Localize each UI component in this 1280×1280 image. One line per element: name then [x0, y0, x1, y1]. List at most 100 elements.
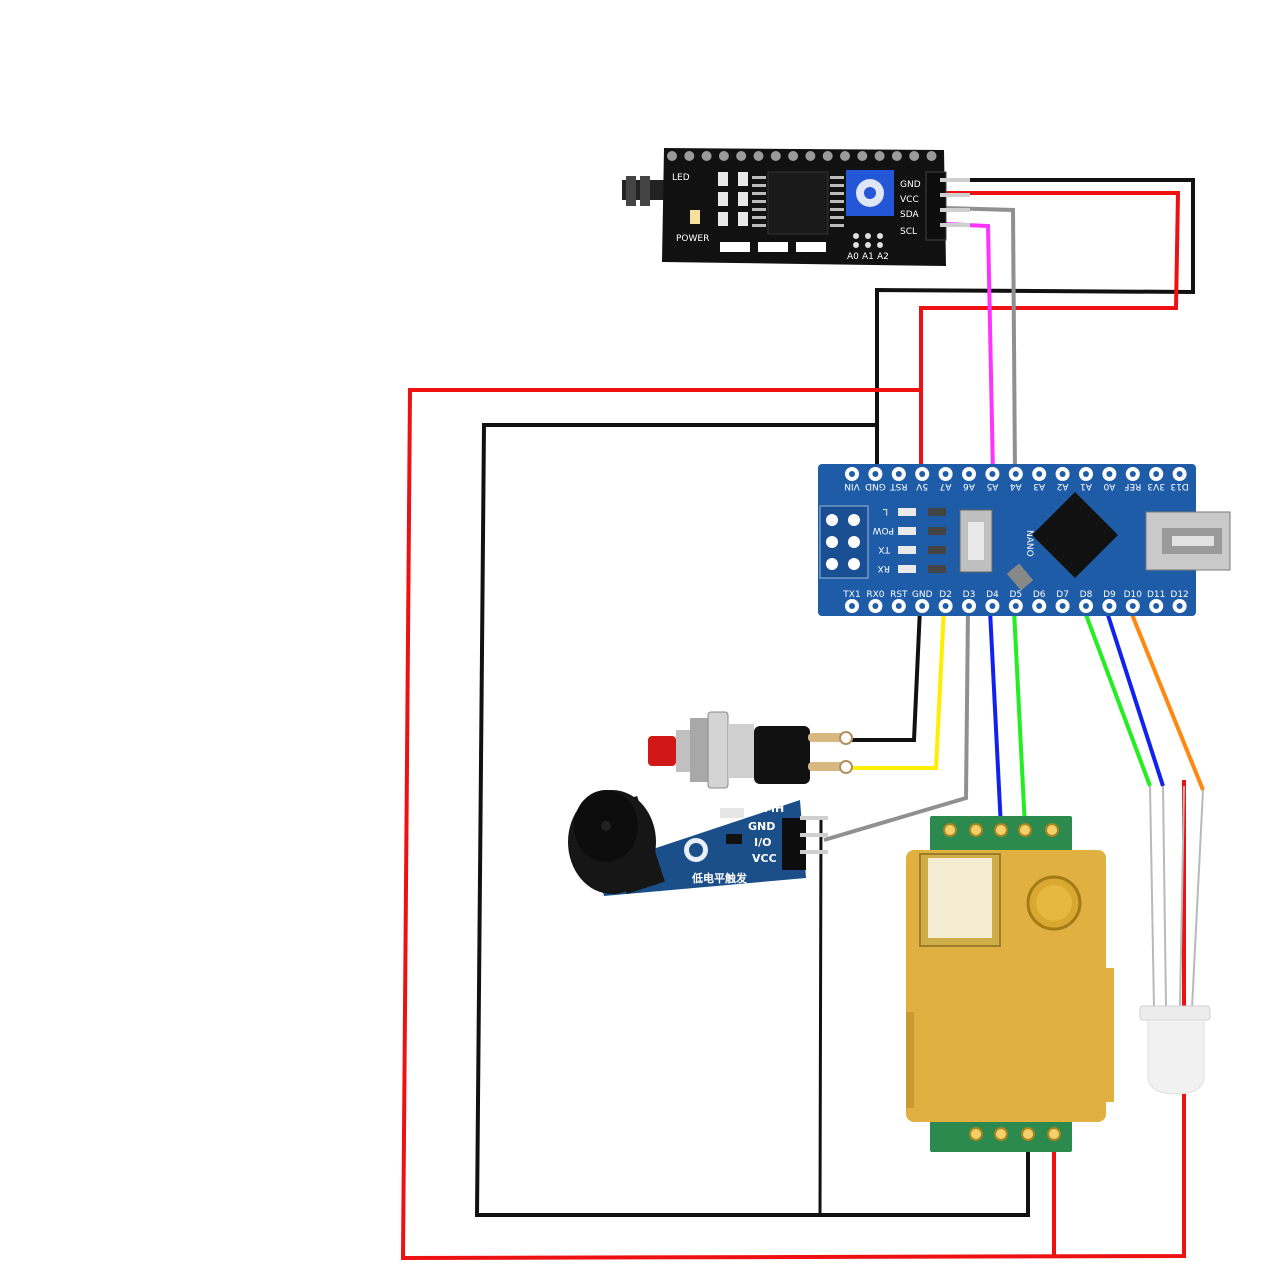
nano-bottom-pin-label: D5	[1009, 590, 1022, 600]
nano-bottom-pin-hole	[1106, 603, 1113, 609]
nano-bottom-pin-label: D6	[1033, 590, 1046, 600]
push-button	[648, 711, 853, 789]
lcd-addr-a0: A0	[847, 252, 859, 262]
wire-gnd-rail	[474, 423, 1030, 1217]
nano-top-pin-label: A4	[1010, 481, 1022, 491]
nano-brand: NANO	[1024, 530, 1034, 557]
rgb-led	[1139, 785, 1211, 1095]
nano-top-pin-hole	[1083, 471, 1089, 477]
nano-top-pin-label: A6	[963, 481, 975, 491]
nano-bottom-pin-label: D11	[1147, 590, 1165, 600]
nano-bottom-pin-label: D3	[963, 590, 976, 600]
lcd-header-hole	[770, 151, 781, 161]
lcd-pin-gnd: GND	[900, 180, 921, 190]
nano-bottom-pin-hole	[989, 603, 996, 609]
nano-top-pin-hole	[919, 471, 926, 477]
nano-top-pin-hole	[1153, 471, 1160, 477]
lcd-header-hole	[788, 151, 799, 161]
nano-top-pin-hole	[1176, 471, 1183, 477]
lcd-header-hole	[822, 151, 833, 161]
nano-top-pin-hole	[942, 471, 949, 477]
lcd-header-hole	[857, 151, 868, 161]
nano-bottom-pin-hole	[1153, 603, 1160, 609]
wire-lcd-vcc	[919, 191, 1181, 472]
wire-lcd-sda	[944, 206, 1017, 476]
wire-lcd-gnd	[875, 178, 1195, 472]
lcd-header-hole	[909, 151, 920, 161]
buzzer-pin-io: I/O	[754, 836, 771, 849]
wire-buzzer-gnd	[805, 816, 823, 1216]
lcd-led-label: LED	[672, 173, 690, 183]
nano-bottom-pin-hole	[966, 603, 972, 609]
lcd-header-hole	[840, 151, 850, 161]
nano-bottom-pin-hole	[942, 603, 949, 609]
buzzer-module: MH GND I/O VCC 低电平触发	[568, 790, 828, 896]
nano-led-rx: RX	[878, 563, 890, 573]
wire-led-d8	[1083, 611, 1152, 787]
push-button-body	[754, 726, 810, 784]
nano-top-pin-label: A3	[1033, 481, 1045, 491]
nano-bottom-header	[845, 599, 1187, 613]
buzzer-pin-gnd: GND	[748, 820, 775, 833]
nano-top-pin-label: A7	[940, 481, 952, 491]
nano-bottom-pin-label: D8	[1080, 590, 1093, 600]
nano-top-pin-hole	[1059, 471, 1066, 477]
nano-led-tx: TX	[878, 544, 891, 554]
nano-top-pin-hole	[1012, 471, 1019, 477]
nano-top-pin-hole	[966, 471, 972, 477]
nano-top-pin-hole	[895, 471, 902, 477]
wire-button-gnd	[850, 607, 922, 742]
nano-top-pin-hole	[872, 471, 879, 477]
nano-top-pin-hole	[849, 471, 855, 477]
lcd-pin-sda: SDA	[900, 210, 919, 220]
nano-bottom-pin-label: D10	[1124, 590, 1143, 600]
nano-top-pin-label: RST	[890, 481, 908, 491]
buzzer-caption: 低电平触发	[691, 871, 748, 885]
nano-top-pin-hole	[1129, 471, 1136, 477]
wire-button-d2	[850, 607, 946, 770]
wire-led-d10	[1129, 611, 1205, 791]
nano-bottom-pin-label: D9	[1103, 590, 1116, 600]
lcd-header-hole	[736, 151, 747, 161]
nano-bottom-pin-label: D12	[1170, 590, 1188, 600]
nano-bottom-pin-hole	[849, 603, 855, 609]
lcd-i2c-module: LED POWER GND VCC SDA SCL A0 A1 A2	[622, 148, 970, 266]
nano-bottom-pin-hole	[1036, 603, 1043, 609]
nano-bottom-pin-label: D7	[1056, 590, 1069, 600]
nano-bottom-pin-hole	[895, 603, 902, 609]
nano-top-pin-hole	[1106, 471, 1113, 477]
lcd-header-holes	[667, 151, 937, 161]
wire-buzzer-io	[823, 607, 970, 842]
nano-bottom-pin-hole	[872, 603, 879, 609]
lcd-header-hole	[891, 151, 902, 161]
lcd-header-hole	[701, 151, 712, 161]
nano-top-pin-hole	[989, 471, 996, 477]
nano-top-pin-label: D13	[1170, 481, 1188, 491]
wires	[400, 178, 1205, 1261]
lcd-header-hole	[805, 151, 816, 161]
nano-bottom-pin-label: D4	[986, 590, 999, 600]
nano-bottom-pin-hole	[1176, 603, 1183, 609]
lcd-header-hole	[874, 151, 885, 161]
nano-bottom-pin-label: D2	[939, 590, 952, 600]
nano-top-pin-label: A0	[1103, 481, 1115, 491]
nano-top-pin-label: REF	[1124, 481, 1141, 491]
lcd-addr-a1: A1	[862, 252, 874, 262]
push-button-cap[interactable]	[648, 736, 676, 766]
buzzer-pin-vcc: VCC	[752, 852, 777, 865]
gas-sensor-module	[906, 816, 1114, 1152]
nano-bottom-pin-label: RX0	[866, 590, 884, 600]
nano-led-pow: POW	[872, 525, 894, 535]
wire-lcd-scl	[944, 222, 995, 476]
nano-top-pin-hole	[1036, 471, 1043, 477]
lcd-header-hole	[718, 151, 729, 161]
lcd-header-hole	[684, 151, 695, 161]
lcd-header-hole	[926, 151, 937, 161]
nano-bottom-pin-hole	[1129, 603, 1136, 609]
nano-top-header	[845, 467, 1187, 481]
buzzer-header-label: MH	[764, 802, 784, 815]
